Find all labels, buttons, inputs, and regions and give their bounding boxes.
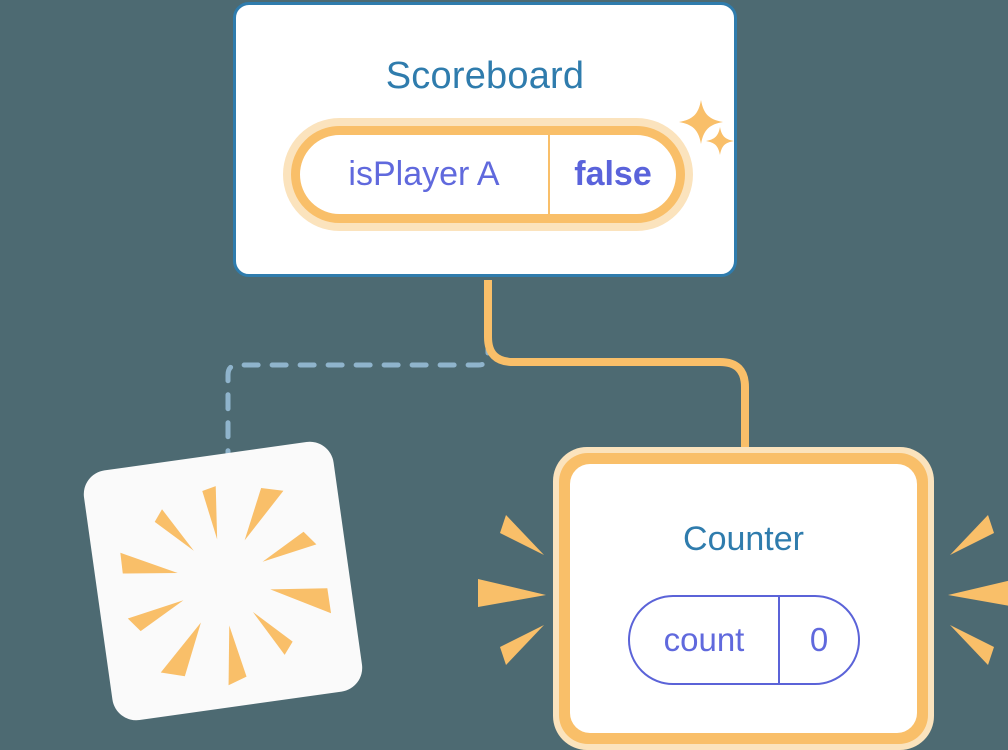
counter-card[interactable]: Counter count 0	[553, 447, 934, 750]
scoreboard-state-pill[interactable]: isPlayer A false	[283, 118, 693, 231]
burst-ray	[948, 580, 1008, 606]
burst-ray	[500, 625, 544, 665]
burst-ray	[478, 579, 546, 607]
counter-pill-key: count	[630, 597, 780, 683]
counter-title: Counter	[683, 520, 804, 558]
poof-ray	[160, 622, 201, 677]
poof-ray	[270, 588, 332, 614]
sparkle-small-icon	[706, 127, 734, 155]
poof-ray	[244, 488, 284, 541]
counter-card-body: Counter count 0	[570, 464, 917, 733]
counter-card-highlight-border: Counter count 0	[559, 453, 928, 744]
burst-ray	[950, 625, 994, 665]
poof-ray	[252, 611, 293, 655]
scoreboard-title: Scoreboard	[385, 55, 585, 97]
counter-state-pill[interactable]: count 0	[628, 595, 860, 685]
poof-burst-card	[80, 438, 366, 724]
scoreboard-pill-key: isPlayer A	[300, 135, 550, 214]
poof-ray	[228, 625, 247, 686]
scoreboard-card[interactable]: Scoreboard isPlayer A false	[233, 2, 737, 277]
sparkle-large-icon	[679, 100, 723, 144]
poof-ray	[202, 486, 218, 540]
scoreboard-pill-value: false	[574, 155, 652, 193]
counter-pill-value: 0	[809, 621, 829, 658]
counter-burst-right	[948, 515, 1008, 665]
poof-ray	[127, 600, 184, 632]
poof-rays	[120, 486, 332, 686]
poof-ray	[154, 509, 194, 551]
burst-ray	[500, 515, 544, 555]
scoreboard-to-counter-connector	[484, 280, 749, 460]
poof-ray	[262, 531, 317, 562]
burst-ray	[950, 515, 994, 555]
counter-burst-left	[478, 515, 546, 665]
poof-ray	[120, 552, 178, 574]
